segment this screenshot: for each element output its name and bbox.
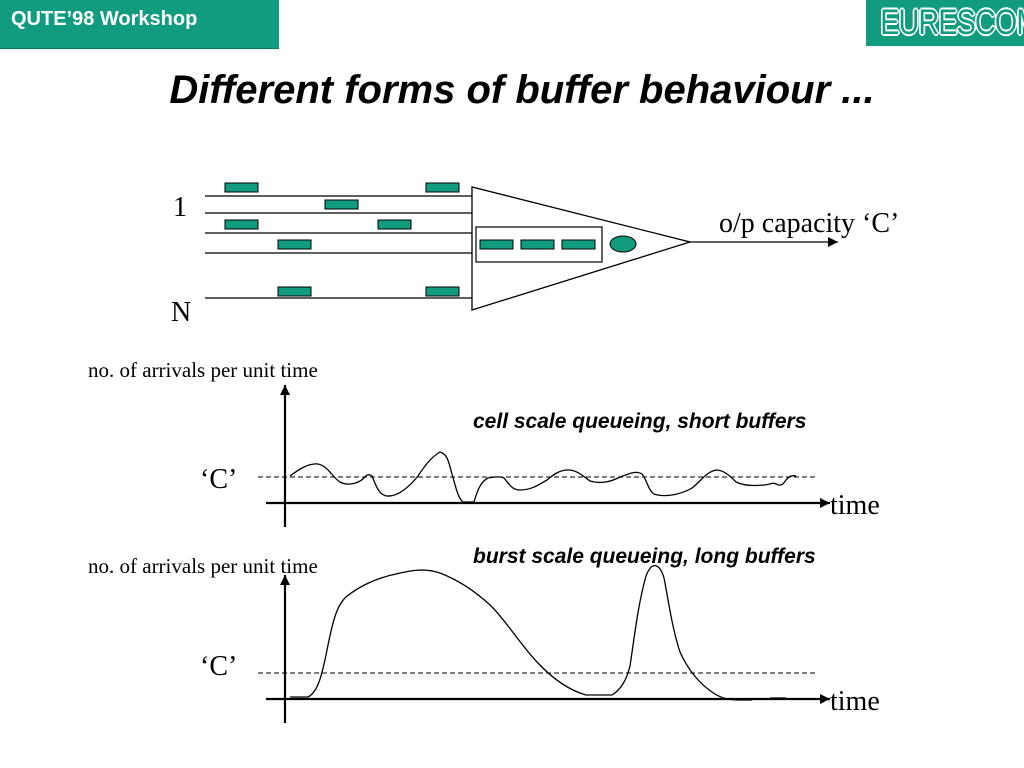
logo-text: EURESCOM	[880, 3, 1024, 42]
multiplexer-diagram: 1 N o/p capacity ‘C’	[171, 182, 899, 328]
graph-caption: cell scale queueing, short buffers	[473, 410, 806, 433]
output-capacity-label: o/p capacity ‘C’	[719, 208, 899, 239]
burst-scale-graph: no. of arrivals per unit time ‘C’ time b…	[88, 545, 880, 723]
buffered-cell	[520, 239, 555, 250]
cell	[425, 182, 460, 193]
workshop-tag: QUTE’98 Workshop	[0, 0, 279, 49]
cell	[277, 286, 312, 297]
y-axis-label: no. of arrivals per unit time	[88, 358, 318, 382]
workshop-tag-label: QUTE’98 Workshop	[11, 8, 198, 30]
buffered-cell	[479, 239, 514, 250]
slide-title: Different forms of buffer behaviour ...	[169, 68, 875, 112]
cell	[277, 239, 312, 250]
cell	[324, 199, 359, 210]
output-buffer	[475, 226, 637, 263]
server-ellipse	[609, 235, 637, 253]
input-label-last: N	[171, 297, 191, 328]
cell	[224, 182, 259, 193]
buffered-cell	[561, 239, 596, 250]
y-axis-label: no. of arrivals per unit time	[88, 554, 318, 578]
cell	[224, 219, 259, 230]
graph-caption: burst scale queueing, long buffers	[473, 545, 816, 568]
arrival-rate-curve	[290, 565, 786, 701]
input-cells	[224, 182, 460, 297]
buffer-box	[475, 226, 603, 263]
cell	[377, 219, 412, 230]
x-axis-label: time	[830, 686, 880, 717]
input-label-first: 1	[173, 192, 187, 223]
arrival-rate-curve	[289, 451, 797, 503]
capacity-level-label: ‘C’	[200, 651, 237, 682]
x-axis-label: time	[830, 490, 880, 521]
input-lines	[205, 195, 472, 299]
cell	[425, 286, 460, 297]
cell-scale-graph: no. of arrivals per unit time ‘C’ time c…	[88, 358, 880, 527]
capacity-level-label: ‘C’	[200, 464, 237, 495]
eurescom-logo: EURESCOM	[866, 0, 1024, 46]
